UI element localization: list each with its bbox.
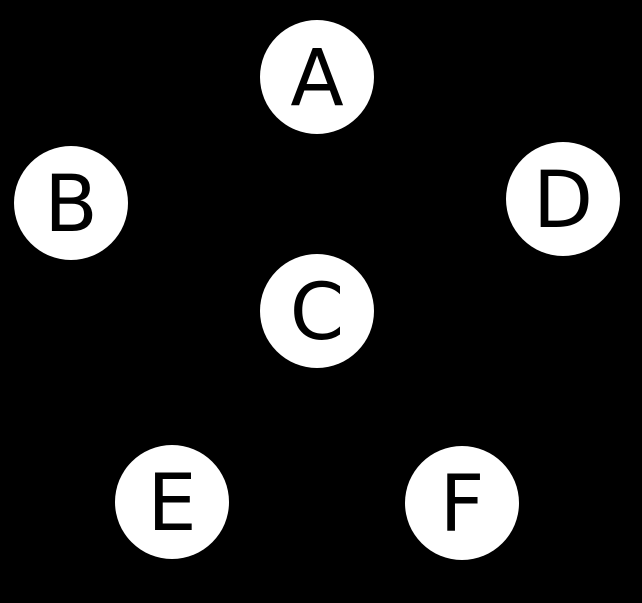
node-label-b: B xyxy=(44,160,98,250)
node-label-a: A xyxy=(290,34,344,124)
node-label-c: C xyxy=(289,268,345,358)
graph-node-a: A xyxy=(260,20,374,134)
graph-node-e: E xyxy=(115,445,229,559)
graph-node-c: C xyxy=(260,254,374,368)
graph-node-b: B xyxy=(14,146,128,260)
graph-node-f: F xyxy=(405,446,519,560)
node-label-d: D xyxy=(532,156,594,246)
node-label-f: F xyxy=(439,460,485,550)
node-label-e: E xyxy=(147,459,197,549)
graph-node-d: D xyxy=(506,142,620,256)
